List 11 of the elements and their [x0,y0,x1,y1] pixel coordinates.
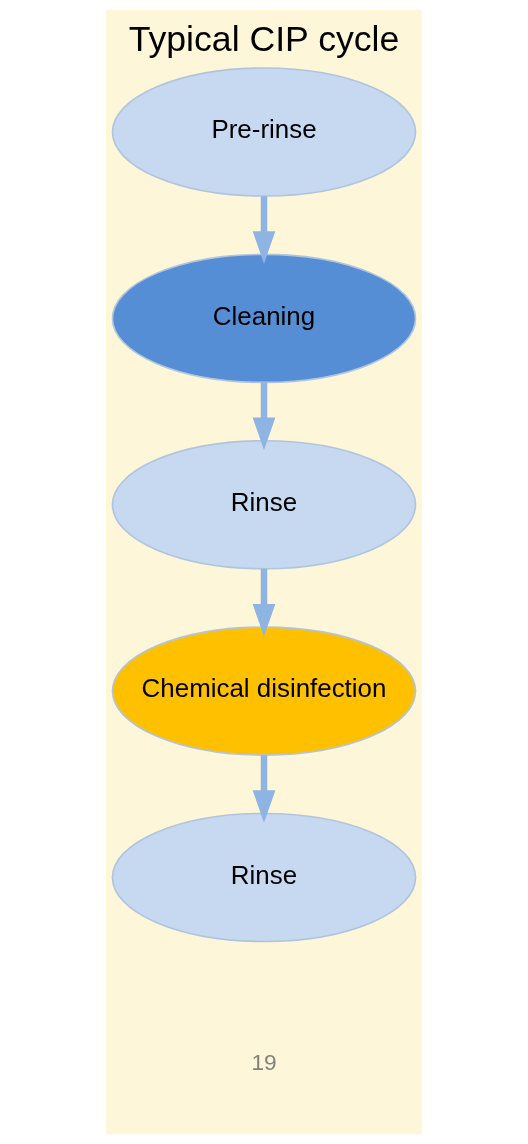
node-ellipse: Rinse [111,812,417,943]
arrow [252,196,276,264]
node-ellipse: Pre-rinse [111,67,417,197]
node-ellipse: Cleaning [111,253,417,384]
label: 19 [251,1048,277,1075]
arrow [252,755,276,823]
diagram-title: Typical CIP cycle [128,19,400,60]
node-ellipse: Rinse [111,439,417,570]
arrow [252,382,276,451]
node-ellipse: Chemical disinfection [111,626,417,756]
arrow [252,568,276,637]
